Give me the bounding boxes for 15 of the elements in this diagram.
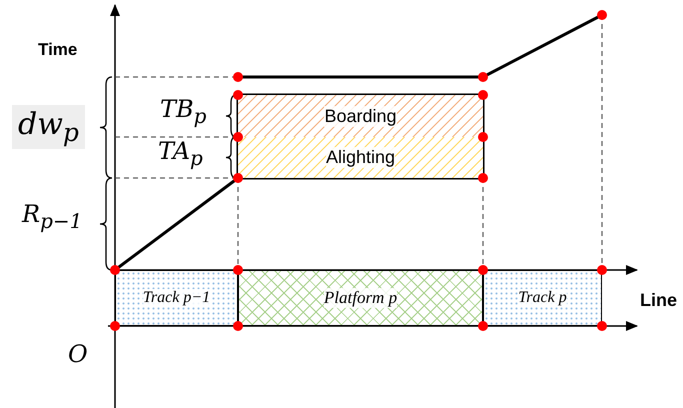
segment-label: Track p [518, 289, 567, 307]
axis-title: Time [38, 40, 78, 60]
running-time-symbol: R$_{p−1}$ [22, 200, 82, 233]
segment-label: Alighting [326, 147, 396, 168]
segment-label: Boarding [324, 106, 397, 126]
axis-title: Line [640, 290, 678, 311]
dwell-symbol: dw$_{p}$ [12, 105, 85, 149]
alighting-band [238, 137, 483, 178]
segment-label: Track p−1 [142, 289, 210, 307]
boarding-band [238, 95, 483, 137]
duration-symbol: TB$_{p}$ [160, 95, 206, 128]
segment-label: Platform p [324, 288, 398, 308]
origin-label: O [68, 340, 88, 368]
duration-symbol: TA$_{p}$ [158, 137, 203, 170]
platform-segment [238, 270, 483, 326]
